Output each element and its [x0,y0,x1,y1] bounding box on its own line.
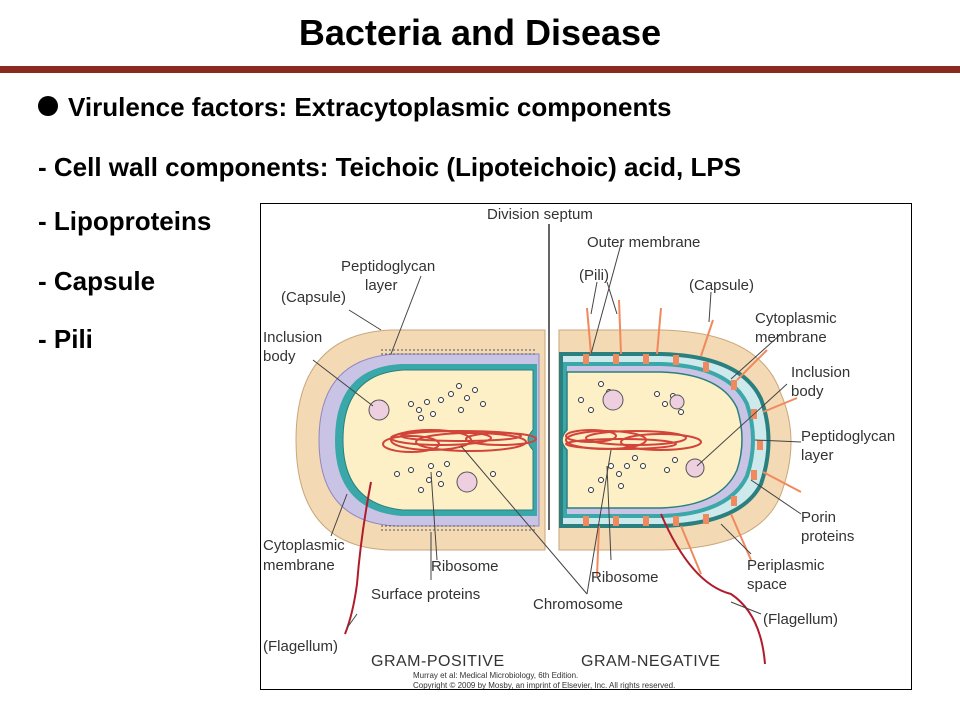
credit-line-2: Copyright © 2009 by Mosby, an imprint of… [413,681,675,689]
label-peptidoglycan-right-2: layer [801,447,834,464]
bacteria-cell-diagram: Division septum Outer membrane (Pili) (C… [260,203,912,690]
heading-text: Virulence factors: Extracytoplasmic comp… [68,92,672,122]
label-periplasmic-2: space [747,576,787,593]
title-divider [0,66,960,73]
list-item: - Lipoproteins [38,206,212,236]
label-ribosome-left: Ribosome [431,558,499,575]
chromosome [382,429,702,453]
label-cytoplasmic-left-2: membrane [263,557,335,574]
label-flagellum-left: (Flagellum) [263,638,338,655]
label-ribosome-right: Ribosome [591,569,659,586]
list-item: - Cell wall components: Teichoic (Lipote… [38,152,742,182]
label-cytoplasmic-right-1: Cytoplasmic [755,310,837,327]
label-pili: (Pili) [579,267,609,284]
flagellum-right [660,513,766,665]
label-division-septum: Division septum [487,206,593,223]
label-flagellum-right: (Flagellum) [763,611,838,628]
leader-lines [312,243,802,629]
bullet-dot-icon [38,96,58,117]
label-cytoplasmic-right-2: membrane [755,329,827,346]
label-inclusion-left-2: body [263,348,296,365]
surface-proteins-bottom [381,525,536,531]
credit-line-1: Murray et al: Medical Microbiology, 6th … [413,671,578,680]
label-cytoplasmic-left-1: Cytoplasmic [263,537,345,554]
list-item: - Capsule [38,266,156,296]
flagellum-left [344,481,372,635]
label-surface-proteins: Surface proteins [371,586,480,603]
label-peptidoglycan-left-2: layer [365,277,398,294]
label-capsule-right: (Capsule) [689,277,754,294]
inclusion-bodies [368,389,705,493]
label-gram-negative: GRAM-NEGATIVE [581,653,721,670]
ribosomes [394,381,684,493]
label-peptidoglycan-right-1: Peptidoglycan [801,428,895,445]
label-porin-1: Porin [801,509,836,526]
surface-proteins-top [381,349,536,355]
label-outer-membrane: Outer membrane [587,234,700,251]
label-gram-positive: GRAM-POSITIVE [371,653,505,670]
label-periplasmic-1: Periplasmic [747,557,825,574]
list-item: - Pili [38,324,93,354]
slide-title: Bacteria and Disease [298,12,662,53]
label-inclusion-left-1: Inclusion [263,329,322,346]
label-porin-2: proteins [801,528,854,545]
label-inclusion-right-2: body [791,383,824,400]
heading-bullet: Virulence factors: Extracytoplasmic comp… [38,92,672,123]
label-inclusion-right-1: Inclusion [791,364,850,381]
pili [586,299,802,577]
cell-wall-illustration: Division septum Outer membrane (Pili) (C… [263,206,895,689]
label-chromosome: Chromosome [533,596,623,613]
label-capsule-left: (Capsule) [281,289,346,306]
label-peptidoglycan-left-1: Peptidoglycan [341,258,435,275]
